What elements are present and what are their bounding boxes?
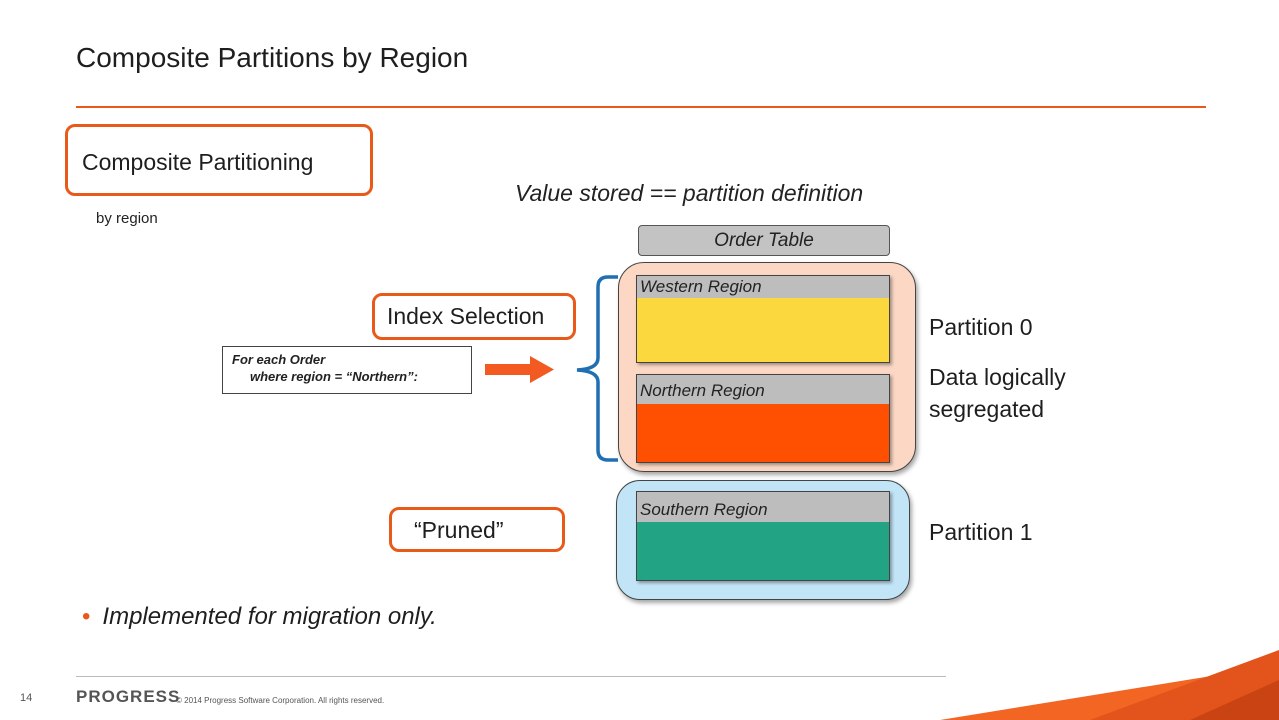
title-divider: [76, 106, 1206, 108]
bullet-icon: •: [82, 603, 91, 630]
western-region-block: Western Region: [636, 275, 890, 363]
value-stored-caption: Value stored == partition definition: [515, 180, 864, 206]
partition-0-label: Partition 0: [929, 314, 1033, 340]
composite-partitioning-highlight: [65, 124, 373, 196]
order-table-header: Order Table: [638, 225, 890, 256]
slide-title: Composite Partitions by Region: [76, 42, 469, 73]
partition-1-label: Partition 1: [929, 519, 1033, 545]
pruned-highlight: [389, 507, 565, 552]
northern-region-fill: [637, 404, 889, 462]
corner-decoration-icon: [940, 650, 1279, 720]
southern-region-label: Southern Region: [637, 492, 889, 522]
selection-connector: [485, 275, 618, 462]
right-arrow-icon: [485, 356, 554, 383]
copyright-text: © 2014 Progress Software Corporation. Al…: [176, 696, 385, 705]
western-region-label: Western Region: [637, 276, 889, 298]
code-line-1: For each Order: [232, 352, 326, 367]
migration-bullet: • Implemented for migration only.: [82, 603, 437, 631]
progress-logo: PROGRESS: [76, 687, 181, 706]
index-selection-highlight: [372, 293, 576, 340]
pruned-label: “Pruned”: [414, 517, 504, 543]
query-code-box: For each Order where region = “Northern”…: [222, 346, 472, 394]
southern-region-block: Southern Region: [636, 491, 890, 581]
southern-region-fill: [637, 522, 889, 580]
composite-partitioning-heading: Composite Partitioning: [82, 149, 314, 175]
code-line-2: where region = “Northern”:: [250, 369, 418, 384]
northern-region-label: Northern Region: [637, 375, 889, 404]
page-number: 14: [20, 692, 33, 704]
index-selection-label: Index Selection: [387, 303, 545, 329]
footer-divider: [76, 676, 946, 677]
northern-region-block: Northern Region: [636, 374, 890, 463]
western-region-fill: [637, 298, 889, 362]
partition-0-note: Data logically segregated: [929, 364, 1066, 422]
bullet-text: Implemented for migration only.: [102, 603, 437, 630]
by-region-subheading: by region: [96, 210, 158, 227]
curly-brace-icon: [576, 275, 618, 462]
